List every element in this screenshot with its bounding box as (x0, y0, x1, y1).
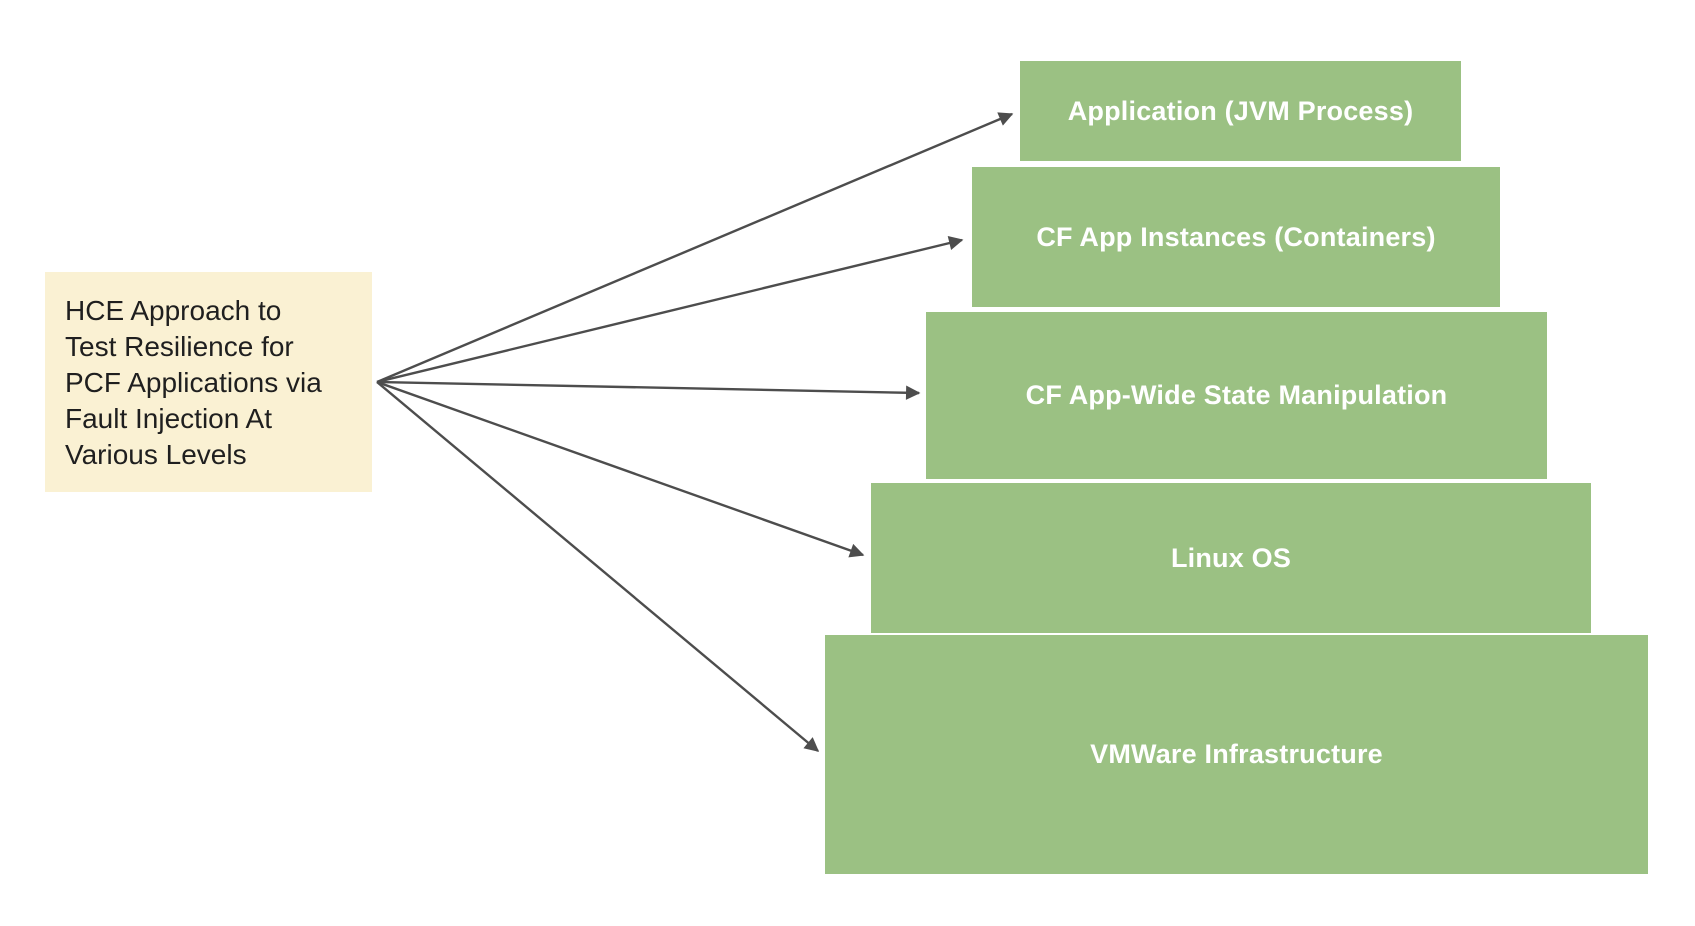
level-label: VMWare Infrastructure (1090, 739, 1383, 769)
level-label: CF App-Wide State Manipulation (1025, 380, 1448, 410)
level-label: CF App Instances (Containers) (1036, 221, 1436, 252)
note-line: HCE Approach to (65, 295, 282, 326)
approach-note-box: HCE Approach to Test Resilience for PCF … (45, 272, 372, 492)
note-line: Fault Injection At (65, 403, 273, 434)
level-box-linux-os: Linux OS (871, 483, 1591, 633)
arrow-to-vmware-infrastructure (376, 381, 820, 752)
arrow-to-application (376, 112, 1014, 384)
level-label: Linux OS (1170, 542, 1292, 573)
arrow-to-cf-app-instances (376, 236, 964, 384)
level-box-vmware-infrastructure: VMWare Infrastructure (825, 635, 1648, 874)
level-box-application-jvm-process: Application (JVM Process) (1020, 61, 1461, 161)
note-line: PCF Applications via (65, 367, 322, 398)
arrow-to-state-manipulation (376, 380, 921, 400)
level-label: Application (JVM Process) (1067, 95, 1414, 126)
note-line: Test Resilience for (65, 331, 294, 362)
level-box-cf-app-wide-state-manipulation: CF App-Wide State Manipulation (926, 312, 1547, 479)
arrow-to-linux-os (376, 380, 865, 558)
note-line: Various Levels (65, 439, 247, 470)
level-box-cf-app-instances: CF App Instances (Containers) (972, 167, 1500, 307)
